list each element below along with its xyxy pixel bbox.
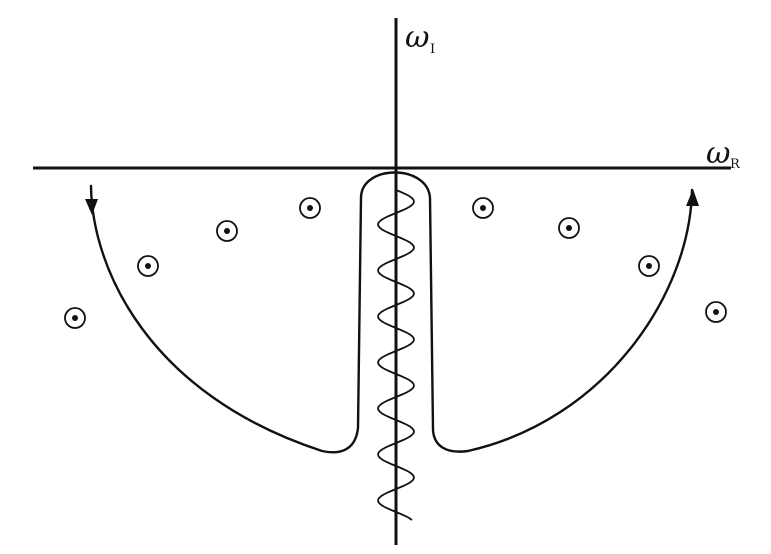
pole-marker <box>705 301 727 323</box>
real-axis-label: ω <box>706 136 730 171</box>
branch-cut-wavy-line <box>377 189 415 521</box>
imaginary-axis-subscript: I <box>430 42 435 57</box>
pole-marker <box>472 197 494 219</box>
pole-marker <box>638 255 660 277</box>
integration-contour <box>89 171 694 454</box>
pole-marker <box>64 307 86 329</box>
contour-arrow-down-icon <box>85 199 98 215</box>
pole-marker <box>558 217 580 239</box>
poles-group <box>64 197 727 329</box>
pole-marker <box>216 220 238 242</box>
real-axis-subscript: R <box>730 157 741 172</box>
contour-arrow-up-icon <box>686 189 699 206</box>
pole-marker <box>299 197 321 219</box>
pole-marker <box>137 255 159 277</box>
imaginary-axis-label: ω <box>405 20 429 55</box>
